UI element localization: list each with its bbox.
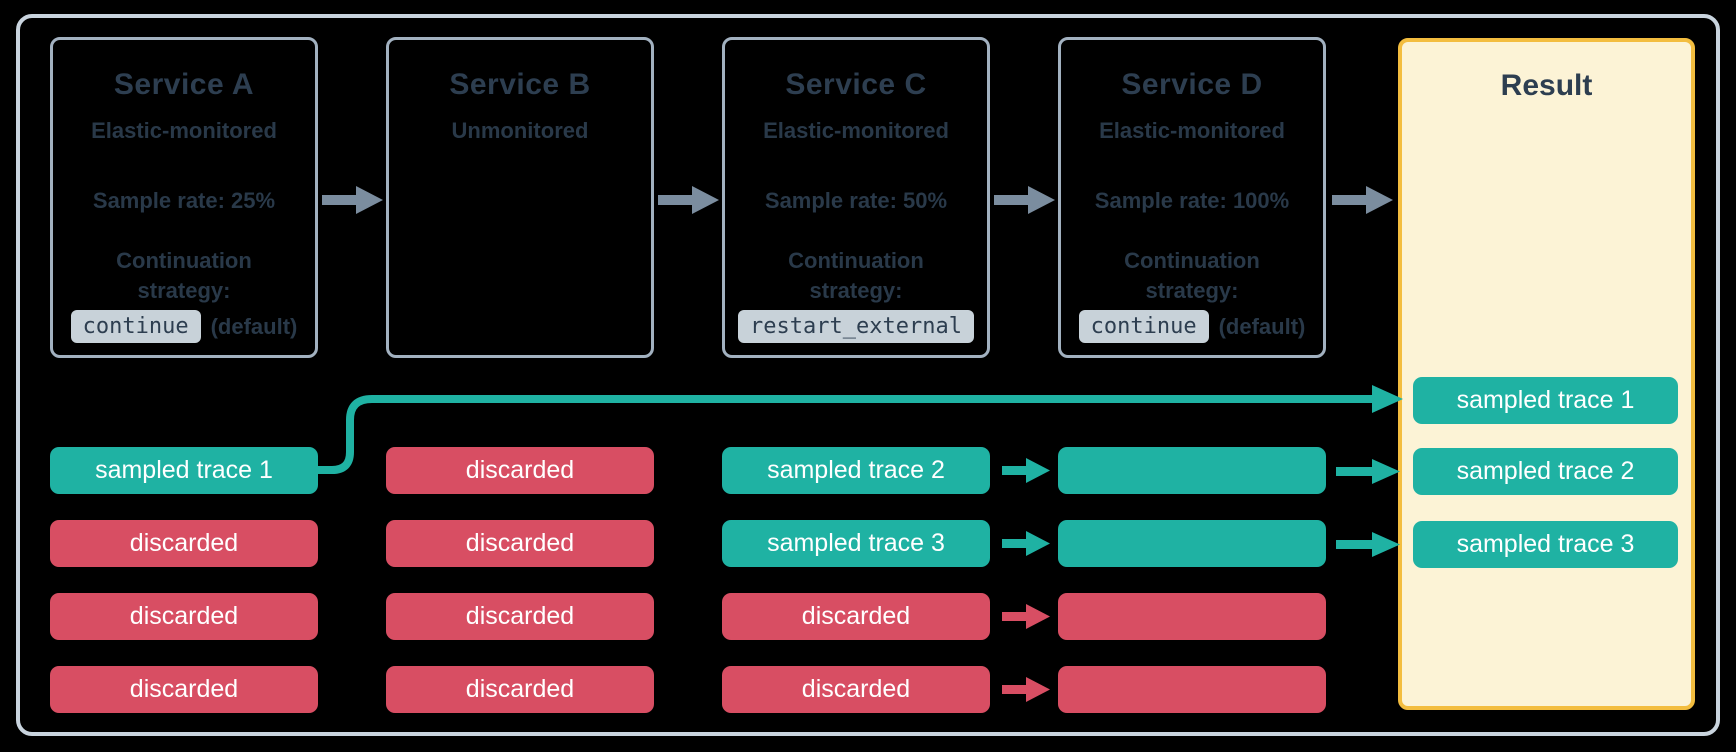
trace-pill-a1: sampled trace 1 <box>50 447 318 494</box>
trace-pill-c2: sampled trace 3 <box>722 520 990 567</box>
service-b-monitoring: Unmonitored <box>451 118 589 143</box>
trace-pill-b2: discarded <box>386 520 654 567</box>
service-d-box: Service D Elastic-monitored Sample rate:… <box>1058 37 1326 358</box>
service-c-strategy-code-chip: restart_external <box>738 310 974 343</box>
service-c-sample-rate: Sample rate: 50% <box>764 188 948 213</box>
service-c-box: Service C Elastic-monitored Sample rate:… <box>722 37 990 358</box>
service-a-sample-rate: Sample rate: 25% <box>92 188 276 213</box>
service-d-strategy-suffix: (default) <box>1218 313 1306 339</box>
diagram-frame <box>16 14 1720 736</box>
service-a-strategy-code-chip: continue <box>70 310 201 343</box>
service-d-strategy-row: continue (default) <box>1061 310 1323 343</box>
trace-pill-b1: discarded <box>386 447 654 494</box>
service-d-sample-rate: Sample rate: 100% <box>1094 188 1290 213</box>
service-a-monitoring: Elastic-monitored <box>91 118 277 143</box>
trace-bar-d1 <box>1058 447 1326 494</box>
trace-pill-c4: discarded <box>722 666 990 713</box>
service-b-box: Service B Unmonitored <box>386 37 654 358</box>
service-d-title: Service D <box>1121 68 1263 101</box>
service-c-monitoring: Elastic-monitored <box>763 118 949 143</box>
service-d-strategy-code-chip: continue <box>1078 310 1209 343</box>
trace-bar-d3 <box>1058 593 1326 640</box>
result-box: Result <box>1398 38 1695 710</box>
trace-pill-c3: discarded <box>722 593 990 640</box>
trace-pill-b3: discarded <box>386 593 654 640</box>
trace-bar-d4 <box>1058 666 1326 713</box>
result-title: Result <box>1500 69 1593 102</box>
result-pill-trace2: sampled trace 2 <box>1413 448 1678 495</box>
trace-pill-b4: discarded <box>386 666 654 713</box>
service-a-strategy-suffix: (default) <box>210 313 298 339</box>
service-c-strategy-row: restart_external <box>725 310 987 343</box>
result-pill-trace3: sampled trace 3 <box>1413 521 1678 568</box>
trace-pill-a2: discarded <box>50 520 318 567</box>
result-pill-trace1: sampled trace 1 <box>1413 377 1678 424</box>
service-a-title: Service A <box>113 68 255 101</box>
service-d-strategy-label: Continuation strategy: <box>1124 248 1260 303</box>
trace-pill-a3: discarded <box>50 593 318 640</box>
trace-pill-c1: sampled trace 2 <box>722 447 990 494</box>
service-a-strategy-row: continue (default) <box>53 310 315 343</box>
service-a-box: Service A Elastic-monitored Sample rate:… <box>50 37 318 358</box>
trace-bar-d2 <box>1058 520 1326 567</box>
service-c-strategy-label: Continuation strategy: <box>788 248 924 303</box>
service-d-monitoring: Elastic-monitored <box>1099 118 1285 143</box>
service-c-title: Service C <box>785 68 927 101</box>
service-a-strategy-label: Continuation strategy: <box>116 248 252 303</box>
service-b-title: Service B <box>449 68 591 101</box>
trace-pill-a4: discarded <box>50 666 318 713</box>
